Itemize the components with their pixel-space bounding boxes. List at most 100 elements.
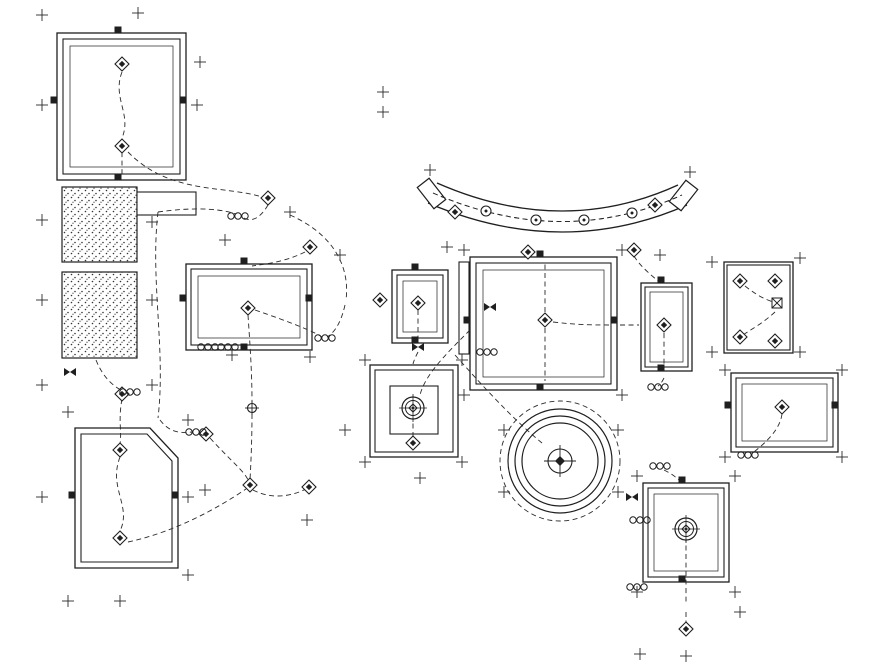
light-fixture-core-icon	[305, 483, 313, 491]
wall-box-icon	[536, 383, 544, 391]
x-box-icon	[771, 297, 783, 309]
light-fixture-core-icon	[306, 243, 314, 251]
ceiling-cove-line	[649, 291, 684, 363]
wall-box-icon	[657, 276, 665, 284]
bowtie-symbol-icon	[484, 303, 490, 311]
ceiling-cove-line	[402, 280, 438, 333]
wire-path	[552, 321, 612, 326]
conduit-coil-icon	[231, 343, 239, 351]
conduit-coil-icon	[654, 383, 662, 391]
wall-segment	[136, 191, 197, 216]
conduit-coil-icon	[661, 383, 669, 391]
light-fixture-core-icon	[409, 439, 417, 447]
light-fixture-core-icon	[118, 390, 126, 398]
ceiling-cove-line	[482, 269, 605, 378]
wire-path	[742, 311, 776, 336]
wall-box-icon	[305, 294, 313, 302]
conduit-coil-icon	[192, 428, 200, 436]
conduit-coil-icon	[636, 516, 644, 524]
light-fixture-core-icon	[771, 277, 779, 285]
room-outer-wall	[640, 282, 693, 372]
ceiling-cove-line	[653, 493, 719, 572]
conduit-coil-icon	[224, 343, 232, 351]
wall-box-icon	[610, 316, 618, 324]
wire-path	[116, 456, 124, 532]
conduit-coil-icon	[133, 388, 141, 396]
ceiling-feature-dashed-ring	[499, 400, 621, 522]
rooms-layer	[56, 32, 839, 583]
light-fixture-core-icon	[118, 60, 126, 68]
wire-path	[209, 437, 249, 481]
room-outer-wall	[391, 269, 449, 344]
wall-box-icon	[411, 263, 419, 271]
conduit-coil-icon	[197, 343, 205, 351]
wall-box-icon	[831, 401, 839, 409]
ceiling-cove-line	[69, 45, 174, 168]
light-fixture-core-icon	[630, 246, 638, 254]
light-fixture-core-icon	[771, 337, 779, 345]
light-fixture-core-icon	[246, 481, 254, 489]
conduit-coil-icon	[649, 462, 657, 470]
light-fixture-core-icon	[414, 299, 422, 307]
bowtie-symbol-icon	[70, 368, 76, 376]
wire-path	[118, 71, 126, 139]
light-fixture-core-icon	[116, 446, 124, 454]
wire-path	[157, 208, 237, 215]
wire-path	[251, 251, 306, 267]
light-fixture-core-icon	[118, 142, 126, 150]
wire-path	[155, 211, 161, 419]
conduit-coil-icon	[483, 348, 491, 356]
arc-band-end-column	[668, 179, 699, 212]
arc-band-lower-edge	[427, 202, 688, 233]
wire-path	[159, 419, 194, 433]
room-inner-wall	[396, 274, 444, 339]
hatched-shaft-area	[61, 271, 138, 359]
ceiling-feature-ring	[507, 408, 613, 514]
room-outer-wall	[730, 372, 839, 453]
wire-path	[127, 488, 247, 543]
room-inner-wall	[80, 433, 173, 563]
conduit-coil-icon	[629, 516, 637, 524]
conduit-coil-icon	[490, 348, 498, 356]
wall-box-icon	[240, 343, 248, 351]
bowtie-symbol-icon	[626, 493, 632, 501]
light-fixture-core-icon	[524, 248, 532, 256]
wall-box-icon	[724, 401, 732, 409]
room-outer-wall	[185, 263, 313, 351]
conduit-coil-icon	[737, 451, 745, 459]
room-inner-wall	[735, 377, 834, 448]
wire-path	[95, 359, 126, 393]
round-fixture-dot	[582, 218, 586, 222]
markers-layer	[36, 7, 848, 662]
wall-box-icon	[536, 250, 544, 258]
conduit-coil-icon	[744, 451, 752, 459]
wall-box-icon	[68, 491, 76, 499]
conduit-coil-icon	[328, 334, 336, 342]
round-fixture-dot	[630, 211, 634, 215]
conduit-coil-icon	[204, 343, 212, 351]
wall-box-icon	[463, 316, 471, 324]
room-inner-wall	[647, 487, 725, 578]
conduit-coil-icon	[321, 334, 329, 342]
room-outer-wall	[56, 32, 187, 181]
wire-path	[252, 488, 307, 497]
room-outer-wall	[369, 364, 459, 458]
bowtie-symbol-icon	[418, 343, 424, 351]
room-inner-wall	[726, 264, 791, 351]
wall-box-icon	[240, 257, 248, 265]
light-fixture-core-icon	[264, 194, 272, 202]
conduit-coil-icon	[126, 388, 134, 396]
conduit-coil-icon	[640, 583, 648, 591]
wire-path	[744, 285, 774, 303]
conduit-coil-icon	[663, 462, 671, 470]
conduit-coil-icon	[234, 212, 242, 220]
room-inner-wall	[190, 268, 308, 346]
room-outer-wall	[723, 261, 794, 354]
wire-path	[247, 314, 253, 403]
light-fixture-core-icon	[682, 625, 690, 633]
wire-path	[240, 204, 269, 221]
light-fixture-core-icon	[244, 304, 252, 312]
conduit-coil-icon	[751, 451, 759, 459]
wire-path	[119, 398, 123, 445]
